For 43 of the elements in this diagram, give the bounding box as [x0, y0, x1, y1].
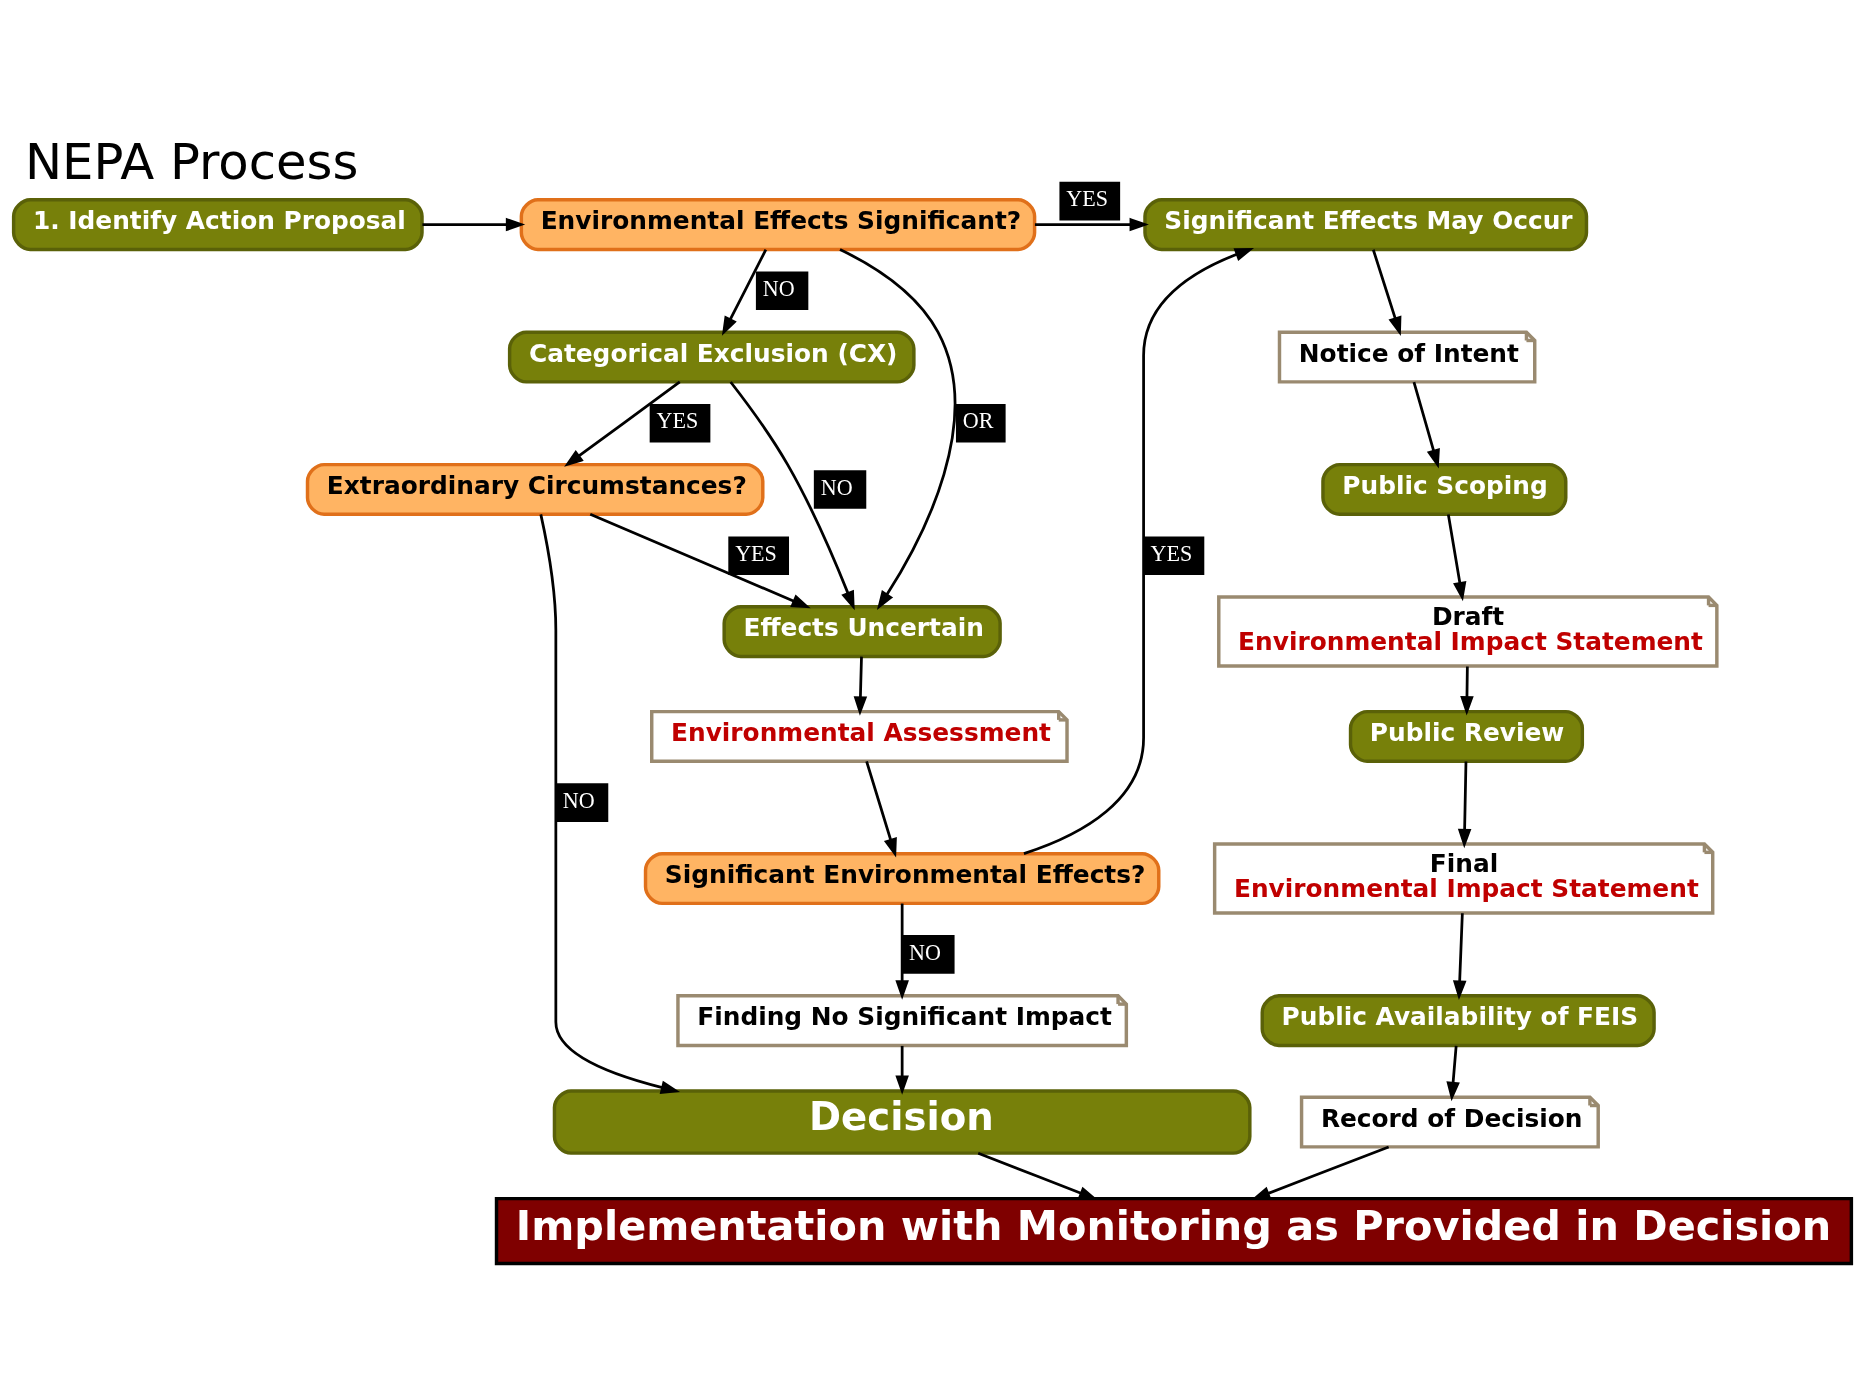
arrow — [853, 656, 868, 716]
arrow — [839, 248, 957, 610]
node-box: 1. Identify Action Proposal — [11, 198, 424, 252]
arrow — [1034, 217, 1149, 232]
node-box: Public Scoping — [1321, 462, 1568, 517]
node-box: Decision — [552, 1089, 1252, 1155]
arrow — [422, 217, 526, 232]
node-box: Environmental Effects Significant? — [519, 198, 1037, 252]
edge-label: YES — [1150, 540, 1193, 566]
node-box: Effects Uncertain — [722, 605, 1002, 659]
node-box: Public Availability of FEIS — [1260, 994, 1656, 1048]
node-box: Categorical Exclusion (CX) — [507, 330, 916, 384]
arrow — [1372, 249, 1402, 336]
edge-label: YES — [1066, 186, 1109, 212]
arrow — [539, 514, 681, 1094]
edge-label: NO — [562, 787, 595, 813]
edge-label: OR — [962, 408, 994, 434]
arrow — [1460, 666, 1474, 716]
edge-label: YES — [656, 408, 699, 434]
arrow — [1412, 381, 1440, 469]
arrow — [865, 761, 897, 858]
arrow — [721, 249, 768, 336]
arrow — [1452, 913, 1467, 1000]
arrow — [1446, 514, 1467, 602]
arrow — [1251, 1145, 1390, 1200]
node-box: Significant Environmental Effects? — [643, 852, 1161, 906]
edge-label: NO — [762, 276, 795, 302]
arrow — [1023, 248, 1255, 855]
arrow — [589, 513, 811, 609]
node-box: Extraordinary Circumstances? — [305, 462, 765, 517]
node-box: Significant Effects May Occur — [1143, 198, 1589, 252]
arrow — [729, 381, 855, 611]
edge-label: NO — [820, 474, 853, 500]
node-box: Implementation with Monitoring as Provided in Decision — [494, 1196, 1854, 1266]
arrow — [1457, 761, 1472, 849]
edge-label: NO — [909, 939, 941, 965]
arrow — [895, 1045, 909, 1095]
arrow — [1446, 1045, 1460, 1102]
arrow — [895, 903, 909, 1000]
edge-label: YES — [735, 540, 777, 566]
arrow — [977, 1151, 1098, 1200]
diagram-title: NEPA Process — [24, 132, 359, 191]
node-box: Public Review — [1348, 709, 1585, 763]
